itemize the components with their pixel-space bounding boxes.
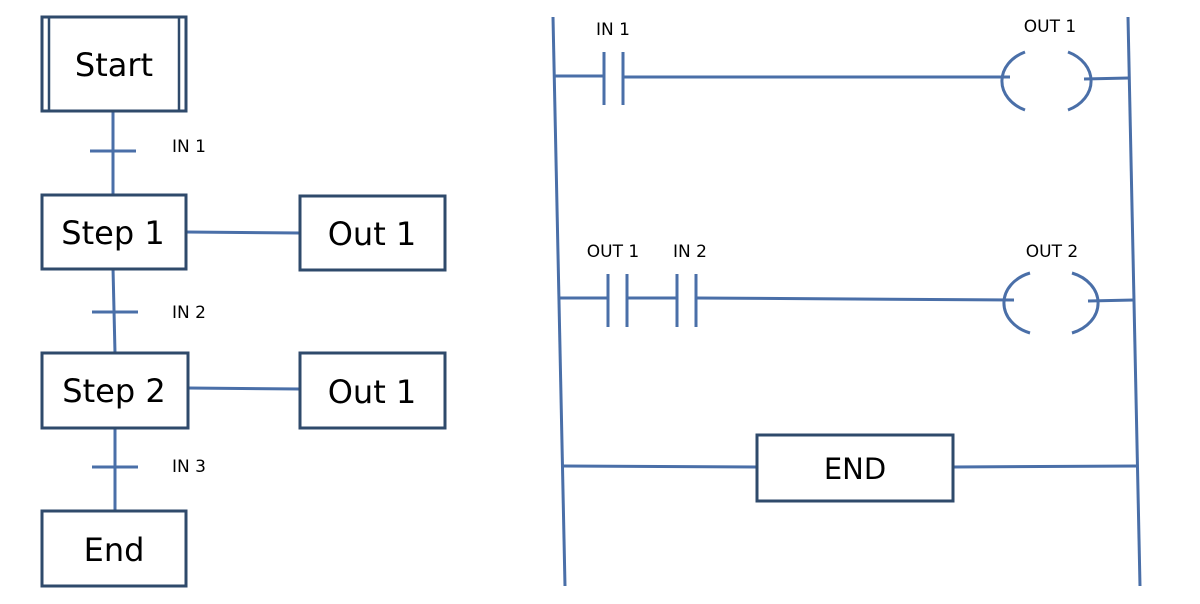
transition-2-label: IN 2 [172, 303, 206, 323]
contact-out1-label: OUT 1 [587, 242, 639, 262]
coil-out1-right-arc [1067, 50, 1093, 112]
end-instruction-label: END [824, 452, 886, 486]
coil-out2-label: OUT 2 [1026, 242, 1078, 262]
transition-3-label: IN 3 [172, 457, 206, 477]
left-power-rail [551, 16, 567, 587]
start-label: Start [75, 46, 153, 84]
step-2-label: Step 2 [62, 372, 165, 410]
coil-out2-right-arc [1071, 271, 1100, 335]
step-1: Step 1 [40, 193, 188, 271]
action-box-step1: Out 1 [298, 194, 447, 272]
action-link-step1 [185, 230, 301, 235]
contact-in1-label: IN 1 [596, 20, 630, 40]
action-box-step2: Out 1 [298, 351, 447, 430]
end-label: End [84, 531, 145, 569]
coil-out2-left-arc [1002, 271, 1031, 335]
action-step2-label: Out 1 [328, 373, 417, 411]
start-step: Start [40, 15, 188, 113]
coil-out1-label: OUT 1 [1024, 17, 1076, 37]
ladder-diagram: IN 1 OUT 1 OUT 1 IN 2 OUT 2 END [551, 16, 1142, 587]
transition-1-label: IN 1 [172, 137, 206, 157]
end-step: End [40, 509, 188, 588]
rung-1: IN 1 OUT 1 [554, 17, 1130, 112]
rung-2: OUT 1 IN 2 OUT 2 [559, 242, 1135, 335]
step-1-label: Step 1 [61, 214, 164, 252]
rung-3: END [562, 433, 1139, 503]
coil-out1-left-arc [1000, 50, 1026, 112]
step-2: Step 2 [40, 351, 190, 430]
contact-in2-label: IN 2 [673, 242, 707, 262]
end-instruction-box [755, 433, 955, 503]
sfc-diagram: Start Step 1 Step 2 End Out 1 Out 1 IN 1 [40, 15, 447, 588]
action-link-step2 [187, 386, 301, 391]
action-step1-label: Out 1 [328, 215, 417, 253]
